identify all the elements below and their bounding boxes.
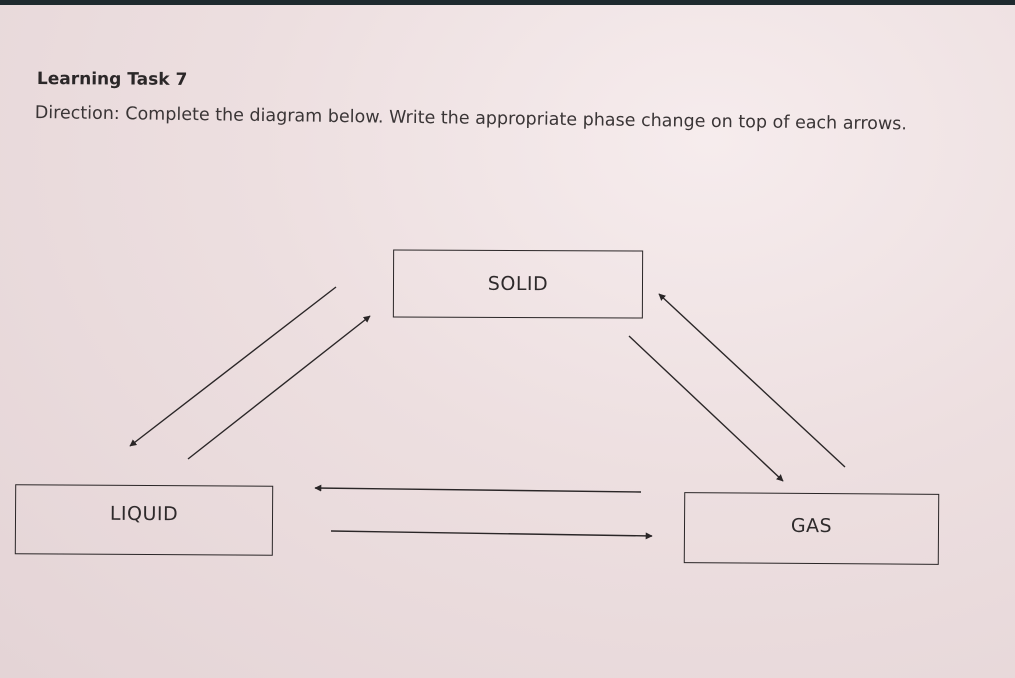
arrow-gas-to-liquid — [314, 484, 642, 493]
arrow-solid-to-gas — [628, 335, 784, 482]
worksheet-paper: Learning Task 7 Direction: Complete the … — [0, 5, 1015, 678]
arrow-gas-to-solid — [658, 293, 846, 468]
arrow-liquid-to-gas — [330, 530, 653, 540]
arrow-liquid-to-solid — [187, 315, 371, 460]
arrow-solid-to-liquid — [129, 286, 337, 447]
